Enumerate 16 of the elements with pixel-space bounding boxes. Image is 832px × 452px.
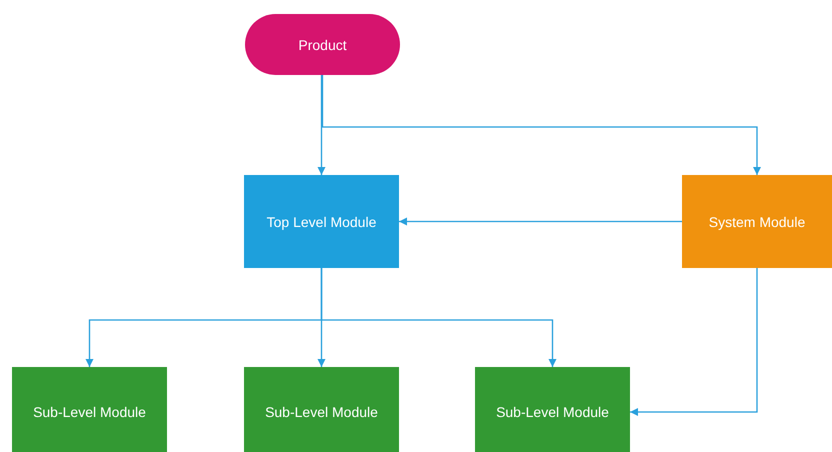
module-box: [12, 367, 167, 452]
node-label: Top Level Module: [266, 214, 376, 230]
arrow: [399, 218, 682, 226]
arrow: [630, 268, 758, 416]
module-box: [244, 367, 399, 452]
node-label: Sub-Level Module: [33, 404, 146, 420]
arrow: [320, 268, 556, 367]
arrow: [318, 75, 326, 175]
node-label: Sub-Level Module: [265, 404, 378, 420]
node-label: Product: [298, 36, 347, 52]
module-box: [682, 175, 832, 268]
module-box: [475, 367, 630, 452]
arrow: [322, 75, 761, 175]
node-label: Sub-Level Module: [496, 404, 609, 420]
node-label: System Module: [708, 214, 806, 230]
module-box: [244, 175, 399, 268]
